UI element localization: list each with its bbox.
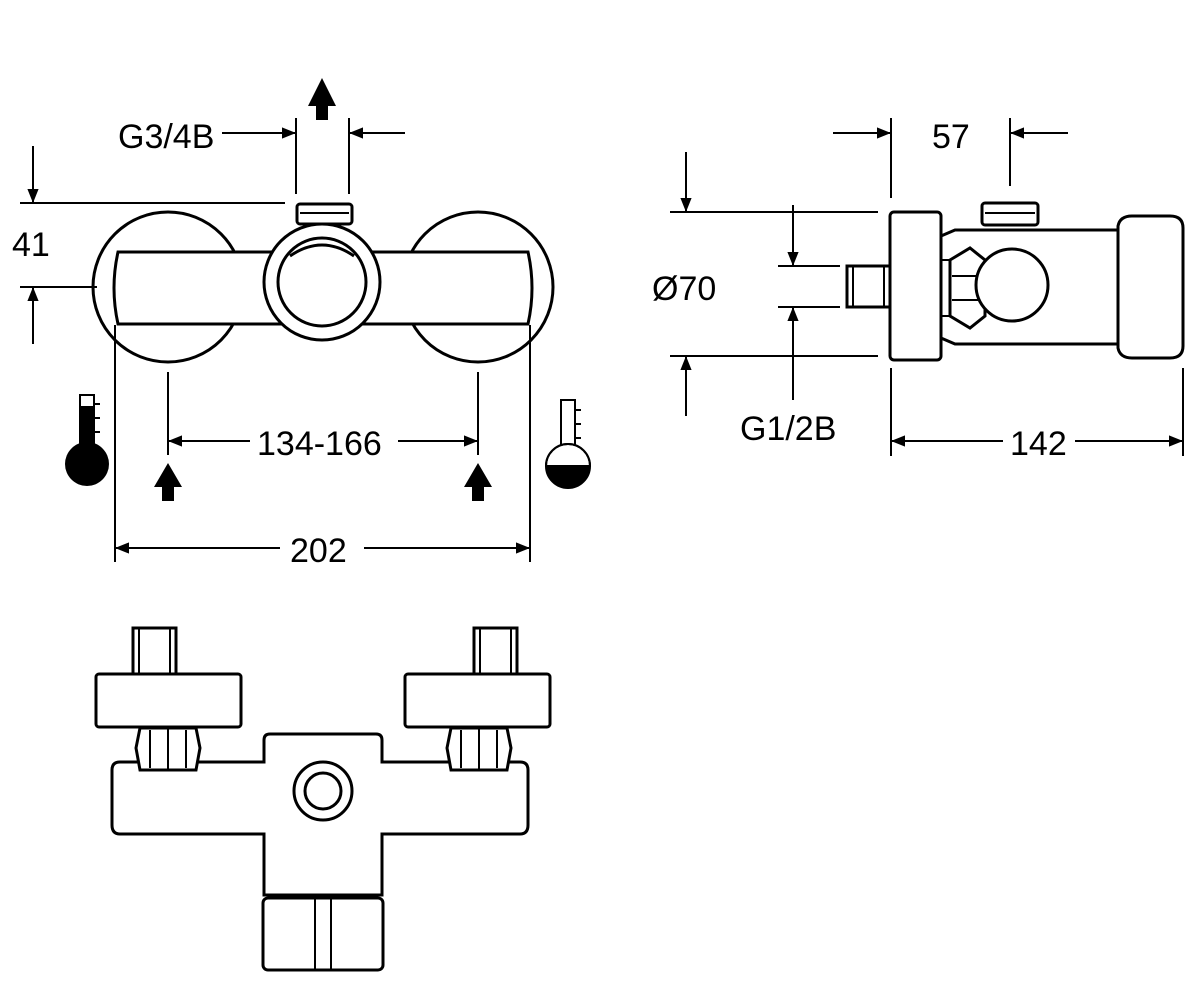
outlet-thread-label: G3/4B	[118, 118, 214, 156]
bottom-knob	[261, 896, 385, 972]
depth-offset-dimension: 57	[833, 118, 1068, 198]
thermometer-hot-icon	[65, 394, 109, 486]
inlet-pipe	[845, 264, 892, 309]
diameter-dimension: Ø70	[652, 152, 878, 416]
side-outlet-ring	[974, 247, 1050, 323]
left-inlet-flow-arrow	[154, 463, 182, 501]
bottom-view	[94, 626, 552, 972]
outlet-ring-inner	[276, 236, 368, 328]
height-label: 41	[12, 226, 50, 264]
outlet-ring	[262, 222, 382, 342]
inlet-thread-dimension: G1/2B	[740, 205, 840, 448]
side-rosette	[888, 210, 943, 362]
inlet-thread-label: G1/2B	[740, 410, 836, 448]
right-inlet-flow-arrow	[464, 463, 492, 501]
front-view	[91, 202, 555, 364]
left-bottom-rosette	[94, 672, 243, 729]
side-knob	[1116, 214, 1185, 360]
bottom-outlet-ring	[292, 760, 354, 822]
height-dimension: 41	[12, 146, 285, 344]
outlet-flow-arrow	[308, 78, 336, 120]
right-inlet-pipe	[472, 626, 519, 676]
outlet-thread-dimension: G3/4B	[118, 118, 405, 194]
total-width-dimension: 202	[114, 325, 531, 570]
inlet-spacing-label: 134-166	[257, 425, 382, 463]
right-bottom-rosette	[403, 672, 552, 729]
left-inlet-pipe	[131, 626, 178, 676]
total-depth-label: 142	[1010, 425, 1067, 463]
thermometer-cold-icon	[544, 399, 592, 489]
total-width-label: 202	[290, 532, 347, 570]
side-view	[845, 201, 1185, 362]
diameter-label: Ø70	[652, 270, 716, 308]
total-depth-dimension: 142	[890, 368, 1184, 463]
depth-offset-label: 57	[932, 118, 970, 156]
inlet-spacing-dimension: 134-166	[167, 372, 479, 463]
bottom-outlet-ring-inner	[303, 771, 343, 811]
